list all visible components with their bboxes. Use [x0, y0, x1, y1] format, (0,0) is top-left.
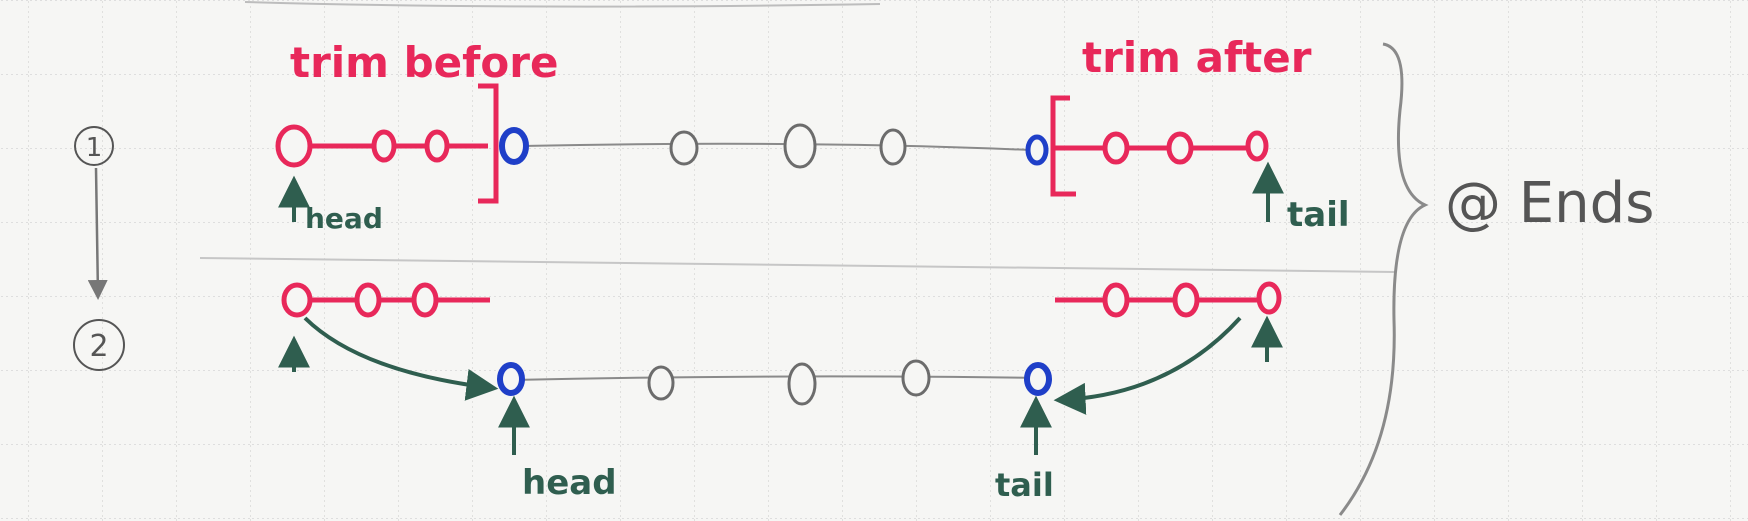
tail-pointer-row2: tail [995, 395, 1054, 504]
node-kept [787, 362, 817, 406]
head-pointer-row1: head [278, 175, 383, 235]
step-2-marker: 2 [73, 319, 125, 371]
node-trimmed [1166, 131, 1194, 165]
head-label-row2: head [522, 463, 617, 503]
trim-after-label: trim after [1082, 33, 1312, 82]
kept-middle-row1 [521, 123, 1031, 169]
node-detached [354, 282, 382, 318]
node-trimmed [371, 129, 397, 163]
step-arrow [87, 167, 108, 300]
node-detached [1256, 281, 1282, 315]
node-detached [1172, 282, 1200, 318]
ends-note: @ Ends [1445, 171, 1654, 236]
trim-before-bracket [478, 83, 499, 204]
node-kept [783, 123, 817, 169]
trimmed-head-segment-row1 [275, 83, 499, 204]
kept-list-row2 [511, 359, 1041, 406]
tail-label-row1: tail [1287, 195, 1350, 235]
step-1-label: 1 [86, 133, 103, 163]
node-new-tail-row1 [1025, 134, 1049, 166]
node-trimmed [1102, 131, 1130, 165]
node-new-head-row1 [499, 127, 529, 165]
step-2-label: 2 [89, 329, 108, 364]
node-trimmed-head [275, 124, 313, 168]
node-detached [1102, 282, 1130, 318]
head-move-arrow [278, 316, 499, 401]
node-new-tail-row2 [1024, 362, 1052, 396]
ends-curly-brace [1338, 42, 1429, 516]
node-detached [281, 282, 313, 318]
trimmed-tail-segment-row1 [1050, 95, 1269, 197]
head-pointer-row2: head [498, 395, 617, 503]
step-1-marker: 1 [74, 126, 114, 166]
node-kept [879, 128, 907, 166]
node-trimmed-tail [1245, 130, 1269, 162]
node-kept [669, 130, 699, 166]
node-trimmed [424, 129, 450, 163]
node-detached [411, 282, 439, 318]
row-separator-line [199, 257, 1396, 273]
node-kept [647, 365, 675, 401]
head-label-row1: head [305, 202, 383, 235]
tail-move-arrow [1053, 315, 1283, 415]
top-faint-line [244, 1, 881, 8]
detached-tail-segment-row2 [1055, 281, 1282, 318]
tail-label-row2: tail [995, 466, 1054, 504]
node-new-head-row2 [497, 362, 525, 396]
detached-head-segment-row2 [281, 282, 490, 318]
node-kept [901, 359, 931, 397]
trim-before-label: trim before [290, 38, 558, 87]
tail-pointer-row1: tail [1252, 161, 1350, 235]
